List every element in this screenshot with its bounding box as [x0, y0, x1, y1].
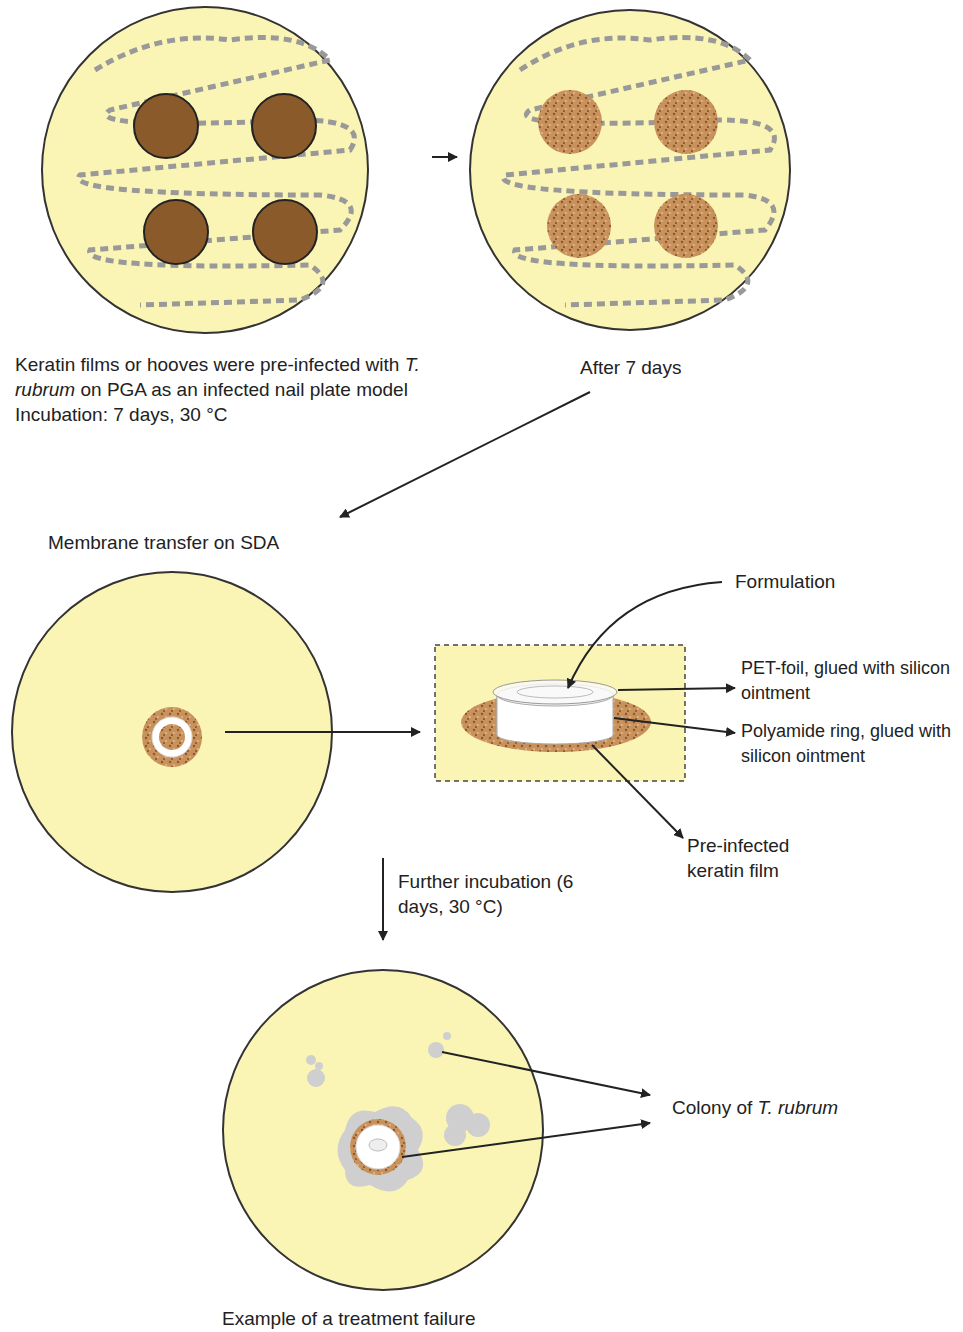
step-label: After 7 days [580, 355, 780, 380]
label-text: Example of a treatment failure [222, 1308, 475, 1329]
part-label: Formulation [735, 569, 935, 594]
label-text: Membrane transfer on SDA [48, 532, 279, 553]
label-text: Formulation [735, 571, 835, 592]
step-label: Membrane transfer on SDA [48, 530, 368, 555]
label-text: Colony of [672, 1097, 752, 1118]
step-label: Further incubation (6 days, 30 °C) [398, 869, 598, 919]
label-text: PET-foil, glued with silicon ointment [741, 658, 950, 703]
part-label: Pre-infected keratin film [687, 833, 807, 883]
method-description: Keratin films or hooves were pre-infecte… [15, 352, 485, 427]
label-text: Incubation: 7 days, 30 °C [15, 402, 485, 427]
petri-dish [470, 10, 790, 330]
label-text: on PGA as an infected nail plate model [80, 379, 407, 400]
label-text: Pre-infected keratin film [687, 835, 789, 881]
petri-dish [42, 7, 368, 333]
figure-caption: Example of a treatment failure [222, 1306, 622, 1331]
callout-label: Colony of T. rubrum [672, 1095, 932, 1120]
label-text: Polyamide ring, glued with silicon ointm… [741, 721, 951, 766]
label-text: Further incubation (6 days, 30 °C) [398, 871, 573, 917]
part-label: Polyamide ring, glued with silicon ointm… [741, 719, 956, 769]
inset-detail [435, 645, 685, 781]
label-text: After 7 days [580, 357, 681, 378]
part-label: PET-foil, glued with silicon ointment [741, 656, 956, 706]
label-text: Keratin films or hooves were pre-infecte… [15, 354, 399, 375]
species-name: T. rubrum [758, 1097, 839, 1118]
petri-dish [223, 970, 543, 1290]
